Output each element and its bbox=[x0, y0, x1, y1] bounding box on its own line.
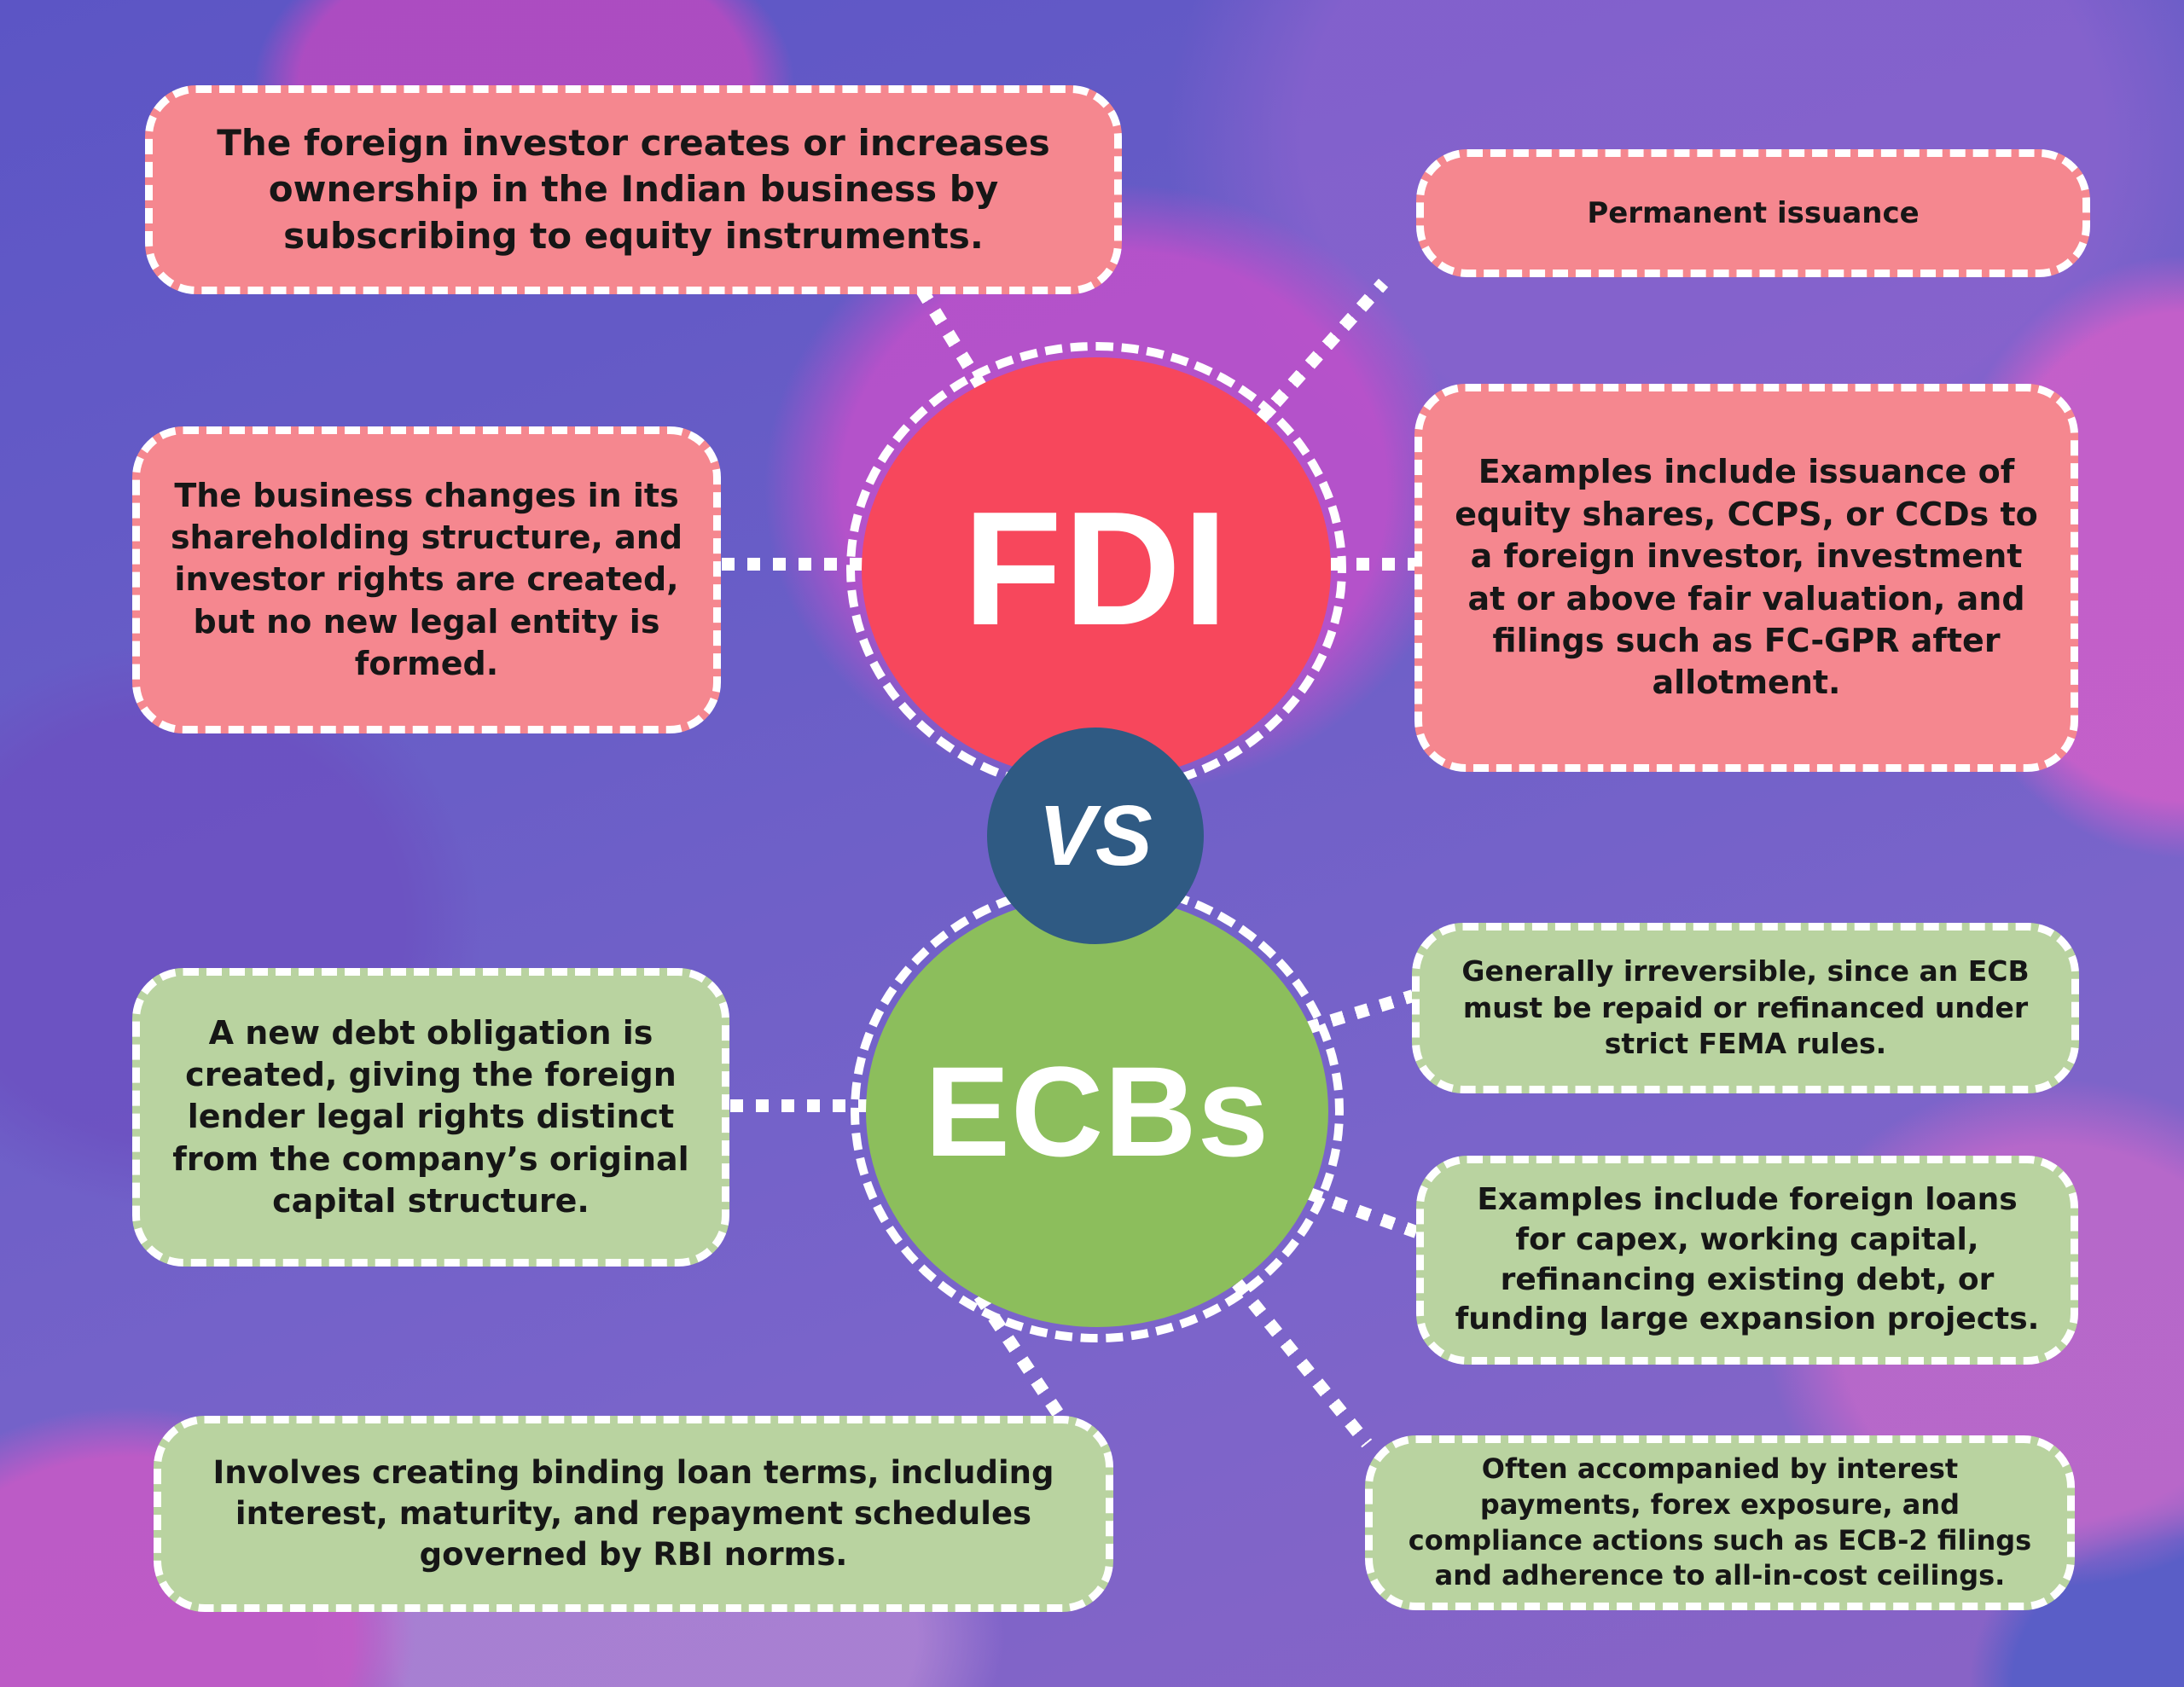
connector-fdi-examples bbox=[1331, 558, 1416, 571]
fdi-note-examples-text: Examples include issuance of equity shar… bbox=[1455, 453, 2038, 702]
ecb-note-debt-obligation: A new debt obligation is created, giving… bbox=[132, 968, 729, 1267]
connector-ecb-compliance bbox=[1232, 1278, 1373, 1448]
ecbs-circle-label: ECBs bbox=[924, 1039, 1270, 1183]
connector-fdi-permanence bbox=[1253, 278, 1389, 426]
vs-circle: VS bbox=[987, 728, 1204, 944]
connector-fdi-structure bbox=[722, 558, 867, 571]
fdi-note-permanence: Permanent issuance bbox=[1416, 149, 2090, 277]
fdi-note-structure: The business changes in its shareholding… bbox=[132, 426, 721, 733]
fdi-circle-fill: FDI bbox=[862, 357, 1331, 780]
ecb-note-compliance: Often accompanied by interest payments, … bbox=[1365, 1435, 2075, 1610]
connector-ecb-debt-obligation bbox=[730, 1099, 871, 1112]
fdi-note-examples: Examples include issuance of equity shar… bbox=[1414, 384, 2078, 772]
ecb-note-irreversible: Generally irreversible, since an ECB mus… bbox=[1412, 923, 2079, 1093]
ecb-note-loan-terms-text: Involves creating binding loan terms, in… bbox=[212, 1453, 1054, 1574]
ecb-note-compliance-text: Often accompanied by interest payments, … bbox=[1408, 1452, 2032, 1592]
fdi-note-ownership-text: The foreign investor creates or increase… bbox=[217, 121, 1050, 257]
vs-circle-label: VS bbox=[1038, 787, 1153, 884]
ecb-note-examples-text: Examples include foreign loans for capex… bbox=[1455, 1181, 2040, 1337]
ecb-note-examples: Examples include foreign loans for capex… bbox=[1416, 1156, 2078, 1365]
ecb-note-loan-terms: Involves creating binding loan terms, in… bbox=[154, 1416, 1113, 1612]
ecbs-circle: ECBs bbox=[851, 880, 1344, 1342]
ecb-note-debt-obligation-text: A new debt obligation is created, giving… bbox=[172, 1013, 689, 1220]
ecb-note-irreversible-text: Generally irreversible, since an ECB mus… bbox=[1461, 954, 2030, 1061]
fdi-note-ownership: The foreign investor creates or increase… bbox=[145, 85, 1122, 294]
fdi-circle: FDI bbox=[846, 342, 1346, 796]
fdi-circle-label: FDI bbox=[962, 478, 1230, 659]
fdi-note-permanence-text: Permanent issuance bbox=[1587, 195, 1920, 230]
fdi-note-structure-text: The business changes in its shareholding… bbox=[170, 476, 683, 683]
ecbs-circle-fill: ECBs bbox=[866, 896, 1328, 1327]
